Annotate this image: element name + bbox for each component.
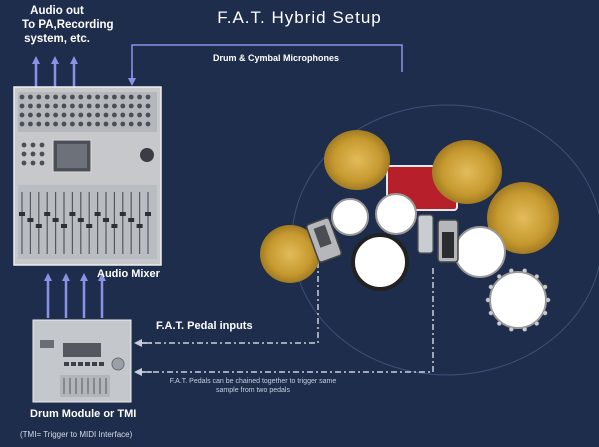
chain-note-line-1: F.A.T. Pedals can be chained together to… xyxy=(169,378,337,385)
chain-note-line-2: sample from two pedals xyxy=(216,387,290,394)
crash-cymbal-left xyxy=(324,130,390,190)
microphone-line xyxy=(128,44,403,86)
module-to-mixer-arrows xyxy=(44,273,106,318)
bass-pedal xyxy=(417,214,434,254)
audio-out-label: Audio out To PA,Recording system, etc. xyxy=(22,4,114,46)
audio-out-line-2: To PA,Recording xyxy=(22,19,114,31)
ride-cymbal-top xyxy=(432,140,502,204)
floor-tom-2 xyxy=(489,271,547,329)
drum-module-label: Drum Module or TMI xyxy=(30,408,137,420)
microphones-label: Drum & Cymbal Microphones xyxy=(213,53,340,63)
diagram-title: F.A.T. Hybrid Setup xyxy=(217,8,382,27)
tambourine-jingles xyxy=(485,268,551,332)
pedal-inputs-label: F.A.T. Pedal inputs xyxy=(156,320,253,332)
audio-out-line-1: Audio out xyxy=(30,5,84,17)
pedal-input-lines xyxy=(140,262,434,373)
hihat-cymbal xyxy=(260,225,320,283)
audio-out-line-3: system, etc. xyxy=(24,33,90,45)
tom-2 xyxy=(375,193,417,235)
floor-tom-1 xyxy=(454,226,506,278)
mixer-faders xyxy=(19,192,151,254)
snare-drum xyxy=(351,233,409,291)
audio-out-arrows xyxy=(32,56,78,88)
drum-kit xyxy=(260,130,559,329)
ride-cymbal-right xyxy=(487,182,559,254)
audio-mixer-label: Audio Mixer xyxy=(97,268,160,280)
tmi-note: (TMI= Trigger to MIDI Interface) xyxy=(20,430,133,439)
module-buttons xyxy=(63,362,107,394)
mixer-knobs xyxy=(19,94,151,166)
tom-1 xyxy=(331,198,369,236)
